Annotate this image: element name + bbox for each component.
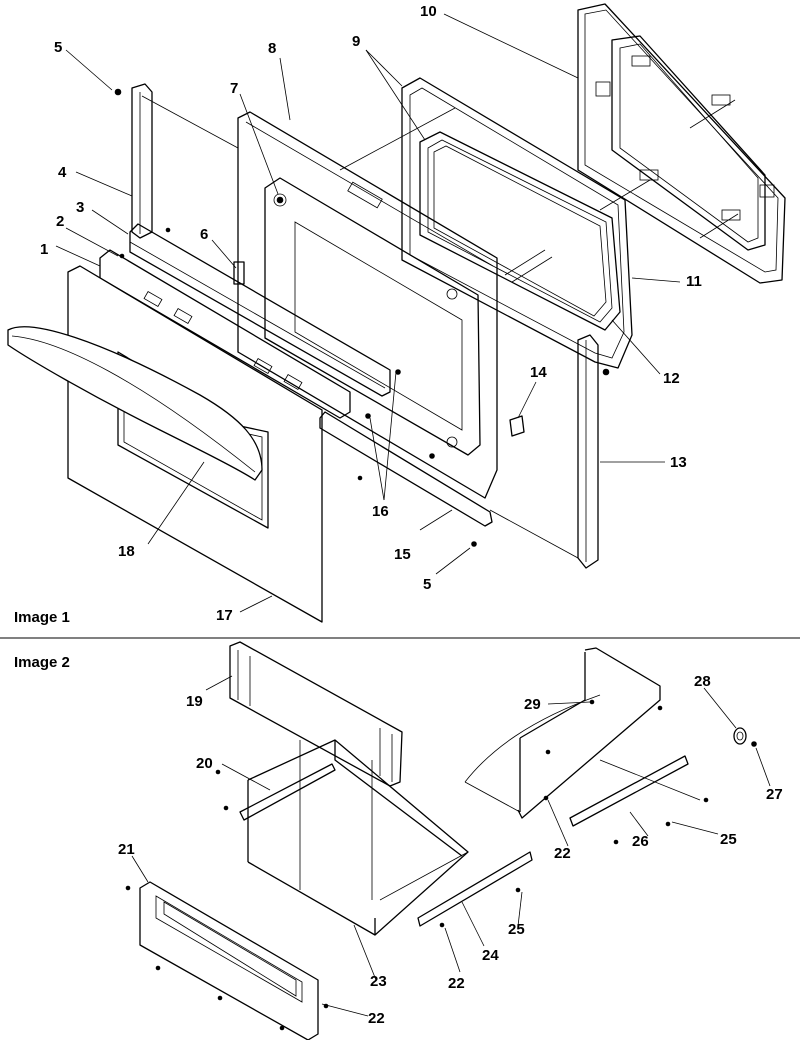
part-26-rail <box>569 755 689 827</box>
callout-15: 15 <box>394 546 411 563</box>
screws-image2 <box>125 699 757 1031</box>
callout-9: 9 <box>352 33 360 50</box>
callout-10: 10 <box>420 3 437 20</box>
leaders-image2 <box>131 675 771 1017</box>
callout-7: 7 <box>230 80 238 97</box>
callout-5-bottom: 5 <box>423 576 431 593</box>
callout-13: 13 <box>670 454 687 471</box>
part-10-outer-frame <box>577 3 786 284</box>
screws-image1 <box>114 88 610 547</box>
part-3-trim <box>129 223 391 397</box>
callout-11: 11 <box>686 273 702 290</box>
callout-1: 1 <box>40 241 48 258</box>
part-8-inner-panel <box>237 111 498 499</box>
caption-image-1: Image 1 <box>14 609 70 626</box>
part-20-rail <box>239 763 336 821</box>
part-29-side-detail <box>464 647 661 819</box>
part-7-pin <box>276 196 284 204</box>
part-24-rail <box>417 851 533 927</box>
part-11-window-frame <box>401 77 633 369</box>
callout-19: 19 <box>186 693 203 710</box>
callout-8: 8 <box>268 40 276 57</box>
callout-22-rail: 22 <box>448 975 465 992</box>
part-15-bottom-rail <box>319 411 493 527</box>
callout-labels: 1 2 3 4 5 5 6 7 8 9 10 11 12 13 14 15 16… <box>40 3 783 1027</box>
callout-20: 20 <box>196 755 213 772</box>
callout-17: 17 <box>216 607 233 624</box>
callout-16: 16 <box>372 503 389 520</box>
caption-image-2: Image 2 <box>14 654 70 671</box>
callout-3: 3 <box>76 199 84 216</box>
part-19-back-panel <box>229 641 403 787</box>
callout-6: 6 <box>200 226 208 243</box>
callout-26: 26 <box>632 833 649 850</box>
callout-22-front: 22 <box>368 1010 385 1027</box>
door-assembly <box>7 3 786 623</box>
callout-27: 27 <box>766 786 783 803</box>
callout-28: 28 <box>694 673 711 690</box>
callout-24: 24 <box>482 947 499 964</box>
callout-25-rail: 25 <box>508 921 525 938</box>
part-28-roller <box>733 727 747 745</box>
callout-14: 14 <box>530 364 547 381</box>
part-12-glass-pack <box>419 131 621 331</box>
part-14-clip <box>509 415 525 437</box>
part-4-side-channel <box>131 83 153 239</box>
part-21-drawer-front <box>139 881 319 1040</box>
callout-2: 2 <box>56 213 64 230</box>
callout-21: 21 <box>118 841 135 858</box>
callout-25-detail: 25 <box>720 831 737 848</box>
leaders-image1 <box>55 13 681 613</box>
drawer-assembly <box>125 641 771 1040</box>
part-6-bracket <box>233 261 245 285</box>
callout-23: 23 <box>370 973 387 990</box>
callout-22-detail: 22 <box>554 845 571 862</box>
callout-29: 29 <box>524 696 541 713</box>
part-23-drawer-tub <box>247 739 469 936</box>
callout-18: 18 <box>118 543 135 560</box>
callout-5-top: 5 <box>54 39 62 56</box>
callout-4: 4 <box>58 164 67 181</box>
part-13-side-channel <box>577 334 599 569</box>
callout-12: 12 <box>663 370 680 387</box>
part-18-handle <box>7 326 263 481</box>
